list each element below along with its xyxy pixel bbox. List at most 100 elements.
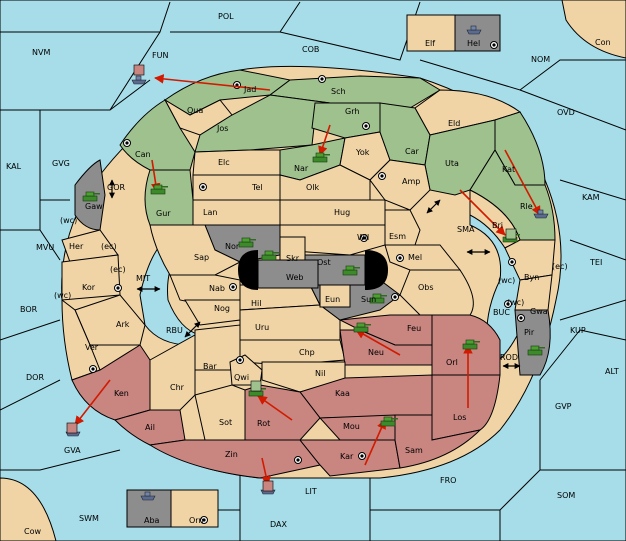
- label-zin: Zin: [225, 450, 238, 459]
- label-bri: Bri: [492, 221, 503, 230]
- occupied-marker: [250, 380, 262, 392]
- impassable-barrier-left: [238, 250, 258, 290]
- province-ken[interactable]: [71, 344, 151, 421]
- label-eld: Eld: [448, 119, 460, 128]
- coast-ec-byn: (ec): [552, 262, 568, 271]
- label-nvm: NVM: [32, 48, 50, 57]
- label-obs: Obs: [418, 283, 434, 292]
- label-nil: Nil: [315, 369, 325, 378]
- province-jad[interactable]: [164, 69, 292, 116]
- occupied-marker: [66, 422, 78, 434]
- province-chr[interactable]: [149, 334, 196, 411]
- label-alt: ALT: [605, 367, 619, 376]
- label-uta: Uta: [445, 159, 459, 168]
- label-con: Con: [595, 38, 611, 47]
- province-esm[interactable]: [384, 209, 421, 246]
- impassable-barrier-right: [365, 250, 388, 290]
- label-cob: COB: [302, 45, 319, 54]
- coast-wc-kor: (wc): [54, 291, 71, 300]
- label-gvp: GVP: [555, 402, 572, 411]
- label-byn: Byn: [524, 273, 539, 282]
- label-hug: Hug: [334, 208, 350, 217]
- label-kup: KUP: [570, 326, 586, 335]
- supply-centers: [89, 41, 525, 524]
- province-sam[interactable]: [394, 414, 482, 469]
- label-ken: Ken: [114, 389, 129, 398]
- label-elf: Elf: [425, 39, 435, 48]
- label-swm: SWM: [79, 514, 99, 523]
- label-her: Her: [69, 242, 84, 251]
- label-tei: TEI: [589, 258, 602, 267]
- label-wil: Wil: [357, 233, 369, 242]
- label-nog: Nog: [214, 304, 230, 313]
- occupied-marker: [133, 64, 145, 76]
- label-dor: DOR: [26, 373, 44, 382]
- label-rot: Rot: [257, 419, 270, 428]
- label-aba: Aba: [144, 516, 160, 525]
- supply-center-dot-icon: [294, 456, 302, 464]
- label-lan: Lan: [203, 208, 217, 217]
- label-chp: Chp: [299, 348, 315, 357]
- label-nar: Nar: [294, 164, 309, 173]
- label-fro: FRO: [440, 476, 456, 485]
- label-dax: DAX: [270, 520, 287, 529]
- occupied-marker: [505, 228, 517, 240]
- label-skr: Skr: [286, 254, 300, 263]
- province-hug[interactable]: [279, 199, 386, 226]
- label-sch: Sch: [331, 87, 346, 96]
- province-elc[interactable]: [192, 149, 281, 176]
- label-jos: Jos: [216, 124, 228, 133]
- label-buc: BUC: [493, 308, 510, 317]
- label-rod: ROD: [500, 353, 518, 362]
- map-labels: POL FUN COB NVM NOM OVD Con Elf Hel KAL …: [6, 12, 619, 536]
- label-bar: Bar: [203, 362, 217, 371]
- label-sot: Sot: [219, 418, 232, 427]
- label-can: Can: [135, 150, 151, 159]
- supply-center-dot-icon: [236, 356, 244, 364]
- label-mit: MIT: [136, 274, 150, 283]
- province-ver[interactable]: [61, 298, 101, 381]
- coast-wc-gwa: (wc): [507, 298, 524, 307]
- label-los: Los: [453, 413, 466, 422]
- province-byn[interactable]: [504, 239, 556, 281]
- label-rbu: RBU: [166, 326, 183, 335]
- supply-center-dot-icon: [114, 284, 122, 292]
- canal-arrows: [109, 179, 521, 369]
- label-mvu: MVU: [36, 243, 54, 252]
- label-mel: Mel: [408, 253, 422, 262]
- supply-center-dot-icon: [358, 452, 366, 460]
- label-kaa: Kaa: [335, 389, 350, 398]
- label-gvg: GVG: [52, 159, 70, 168]
- label-gaw: Gaw: [85, 202, 103, 211]
- label-uru: Uru: [255, 323, 269, 332]
- label-gva: GVA: [64, 446, 81, 455]
- supply-center-dot-icon: [89, 365, 97, 373]
- label-jad: Jad: [243, 85, 256, 94]
- province-can[interactable]: [119, 99, 196, 171]
- label-qua: Qua: [187, 106, 203, 115]
- province-orn[interactable]: [170, 489, 219, 528]
- province-elf[interactable]: [406, 14, 456, 52]
- label-ovd: OVD: [557, 108, 575, 117]
- supply-center-dot-icon: [378, 172, 386, 180]
- province-chp[interactable]: [239, 339, 346, 366]
- label-sma: SMA: [457, 225, 475, 234]
- label-bor: BOR: [20, 305, 38, 314]
- province-pir[interactable]: [514, 309, 551, 376]
- province-ail[interactable]: [114, 409, 186, 446]
- supply-center-dot-icon: [490, 41, 498, 49]
- label-gor: GOR: [107, 183, 125, 192]
- label-gwa: Gwa: [530, 307, 548, 316]
- label-elc: Elc: [218, 158, 230, 167]
- label-nor: Nor: [225, 242, 240, 251]
- order-arrows: [74, 74, 541, 486]
- label-pir: Pir: [524, 328, 535, 337]
- supply-center-dot-icon: [318, 75, 326, 83]
- label-kam: KAM: [582, 193, 600, 202]
- label-chr: Chr: [170, 383, 185, 392]
- province-sap[interactable]: [149, 224, 242, 276]
- province-web[interactable]: [257, 259, 319, 289]
- province-eun[interactable]: [319, 284, 351, 308]
- units: [65, 25, 549, 501]
